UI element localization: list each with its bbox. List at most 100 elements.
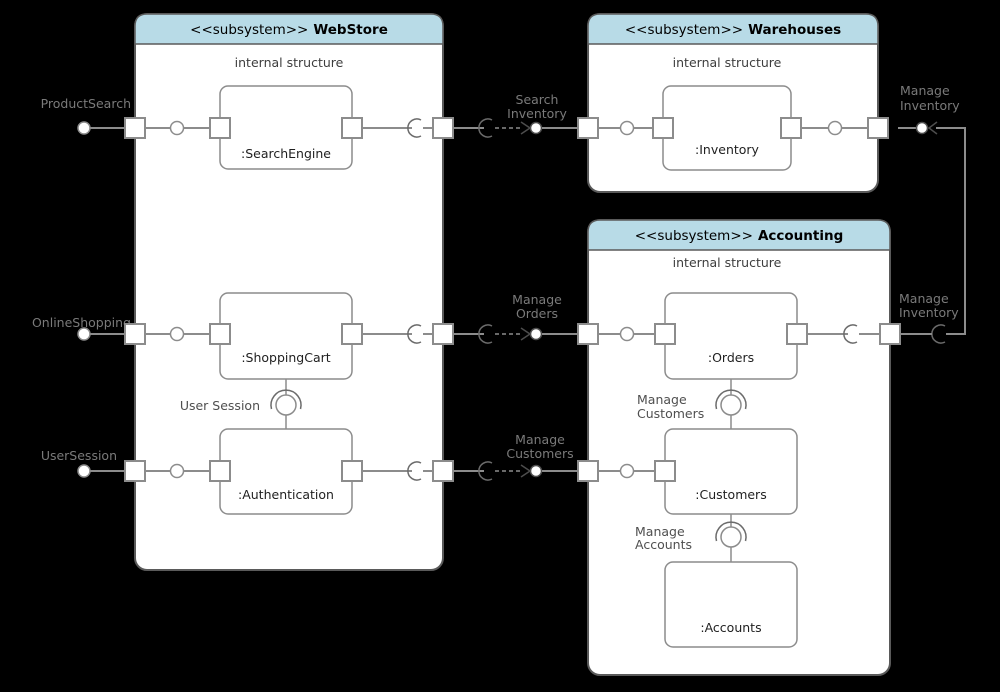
warehouses-stereotype: <<subsystem>> <box>625 22 743 38</box>
manage-inventory-side-label-1: Manage <box>899 291 949 306</box>
port-authentication-right <box>341 460 363 482</box>
assembly-manage-orders: Manage Orders <box>453 292 578 344</box>
webstore-internal-wires <box>145 118 433 481</box>
component-customers-label: :Customers <box>695 487 766 502</box>
manage-inventory-arrow-icon <box>927 121 938 135</box>
manage-inventory-socket-icon <box>931 324 946 344</box>
manage-orders-socket-icon <box>478 324 493 344</box>
port-inventory-right <box>780 117 802 139</box>
manage-orders-label-2: Orders <box>516 306 558 321</box>
webstore-stereotype: <<subsystem>> <box>190 22 308 38</box>
online-shopping-ball-icon <box>77 327 91 341</box>
port-webstore-left-1 <box>124 117 146 139</box>
component-inventory <box>662 85 792 171</box>
port-search-engine-left <box>209 117 231 139</box>
ports <box>124 117 901 482</box>
component-shopping-cart-label: :ShoppingCart <box>241 350 330 365</box>
port-customers-left <box>654 460 676 482</box>
webstore-internal-structure-label: internal structure <box>235 55 344 70</box>
component-inventory-label: :Inventory <box>695 142 760 157</box>
assembly-manage-inventory: Manage Inventory Manage Inventory <box>898 83 966 344</box>
search-inventory-label-2: Inventory <box>507 106 567 121</box>
warehouses-title: <<subsystem>> Warehouses <box>625 22 841 38</box>
accounting-header <box>587 219 891 251</box>
manage-inventory-top-label-2: Inventory <box>900 98 960 113</box>
inventory-left-interface-icon <box>619 120 635 136</box>
component-orders-label: :Orders <box>708 350 754 365</box>
port-accounting-left-2 <box>577 460 599 482</box>
manage-accounts-ball-icon <box>720 526 742 548</box>
search-inventory-arrow-icon <box>520 121 532 135</box>
port-webstore-right-2 <box>432 323 454 345</box>
port-warehouses-left <box>577 117 599 139</box>
manage-customers-label-2: Customers <box>506 446 573 461</box>
manage-customers-mid-socket-icon <box>478 461 493 481</box>
manage-accounts-socket-icon <box>715 521 747 542</box>
user-session-inner-label: User Session <box>180 398 260 413</box>
port-warehouses-right <box>867 117 889 139</box>
search-engine-right-socket-icon <box>407 118 422 138</box>
webstore-title: <<subsystem>>WebStore <box>190 22 388 38</box>
authentication-right-socket-icon <box>407 461 422 481</box>
search-inventory-ball-icon <box>529 121 543 135</box>
manage-customers-ball-icon <box>720 394 742 416</box>
port-webstore-right-1 <box>432 117 454 139</box>
accounting-stereotype: <<subsystem>> <box>635 228 753 244</box>
product-search-ball-icon <box>77 121 91 135</box>
manage-customers-inner-label-2: Customers <box>637 406 704 421</box>
accounting-title: <<subsystem>> Accounting <box>635 228 844 244</box>
assembly-search-inventory: Search Inventory <box>453 92 578 138</box>
port-webstore-left-2 <box>124 323 146 345</box>
shopping-cart-left-interface-icon <box>169 326 185 342</box>
manage-inventory-side-label-2: Inventory <box>899 305 959 320</box>
user-session-ball-icon <box>275 394 297 416</box>
manage-customers-arrow-icon <box>520 464 532 478</box>
port-orders-left <box>654 323 676 345</box>
webstore-header <box>134 13 444 45</box>
manage-orders-ball-icon <box>529 327 543 341</box>
warehouses-internal-structure-label: internal structure <box>673 55 782 70</box>
component-search-engine-label: :SearchEngine <box>241 146 331 161</box>
port-webstore-left-3 <box>124 460 146 482</box>
manage-customers-inner-label-1: Manage <box>637 392 687 407</box>
assembly-manage-customers: Manage Customers <box>453 432 578 481</box>
manage-customers-label-1: Manage <box>515 432 565 447</box>
manage-accounts-inner-label-2: Accounts <box>635 537 692 552</box>
user-session-ext-ball-icon <box>77 464 91 478</box>
subsystem-webstore: <<subsystem>>WebStore internal structure… <box>134 13 444 571</box>
port-accounting-right <box>879 323 901 345</box>
component-accounts-label: :Accounts <box>700 620 761 635</box>
port-shopping-cart-right <box>341 323 363 345</box>
warehouses-name: Warehouses <box>748 22 841 38</box>
component-shopping-cart <box>219 292 353 380</box>
component-authentication-label: :Authentication <box>238 487 334 502</box>
manage-orders-arrow-icon <box>520 327 532 341</box>
port-search-engine-right <box>341 117 363 139</box>
manage-orders-label-1: Manage <box>512 292 562 307</box>
external-interfaces: ProductSearch OnlineShopping UserSession <box>32 96 131 478</box>
accounting-internal-structure-label: internal structure <box>673 255 782 270</box>
orders-left-interface-icon <box>619 326 635 342</box>
product-search-label: ProductSearch <box>41 96 131 111</box>
manage-customers-mid-ball-icon <box>529 464 543 478</box>
online-shopping-label: OnlineShopping <box>32 315 131 330</box>
customers-left-interface-icon <box>619 463 635 479</box>
accounting-name: Accounting <box>758 228 843 244</box>
port-inventory-left <box>652 117 674 139</box>
warehouses-header <box>587 13 879 45</box>
user-session-label: UserSession <box>41 448 117 463</box>
manage-customers-socket-icon <box>715 389 747 410</box>
manage-inventory-top-label-1: Manage <box>900 83 950 98</box>
port-orders-right <box>786 323 808 345</box>
port-authentication-left <box>209 460 231 482</box>
search-engine-left-interface-icon <box>169 120 185 136</box>
user-session-socket-icon <box>270 389 302 410</box>
inventory-right-interface-icon <box>827 120 843 136</box>
subsystem-accounting: <<subsystem>> Accounting internal structu… <box>587 219 891 676</box>
search-inventory-socket-icon <box>478 118 493 138</box>
shopping-cart-right-socket-icon <box>407 324 422 344</box>
orders-right-socket-icon <box>843 324 858 344</box>
search-inventory-label-1: Search <box>516 92 559 107</box>
subsystem-warehouses: <<subsystem>> Warehouses internal structu… <box>587 13 879 193</box>
